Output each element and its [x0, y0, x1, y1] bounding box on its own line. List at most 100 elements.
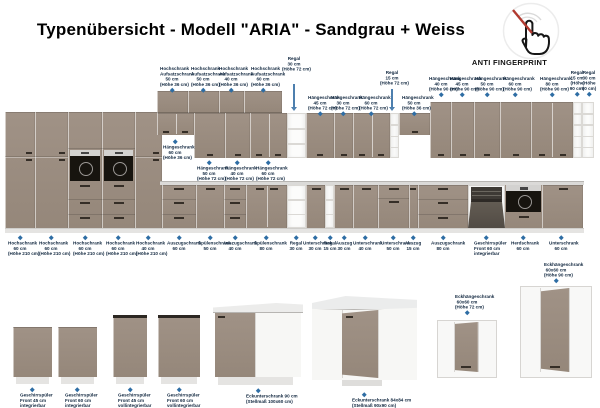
shelf-board [583, 135, 593, 138]
panel-line [135, 156, 162, 157]
unit-label: Eckunterschrank 90 cm(Stellmaß 100x60 cm… [246, 388, 298, 404]
diamond-marker [115, 235, 121, 241]
countertop [213, 303, 303, 313]
panel-line [157, 112, 188, 113]
handle [459, 154, 466, 156]
handle [538, 154, 545, 156]
label-line: Hängeschrank [475, 76, 507, 81]
handle [359, 154, 366, 156]
label-line: 60 cm [111, 245, 125, 251]
label-line: Hochschrank [219, 66, 249, 71]
dishwasher-open-door [468, 199, 505, 228]
down-arrow-head [389, 107, 395, 111]
plinth [342, 380, 382, 386]
label-line: vollintegrierbar [118, 403, 152, 408]
handle [317, 154, 323, 156]
panel-line [102, 199, 135, 200]
label-line: 40 cm [224, 76, 238, 82]
handle [230, 202, 240, 205]
label-line: 80 cm [259, 245, 273, 251]
label-line: (Stellmaß 90x90 cm) [352, 402, 397, 408]
label-line: (Höhe 72 cm) [331, 105, 360, 111]
label-line: (Höhe 90 cm) [503, 86, 532, 92]
label-line: Regal [287, 56, 301, 61]
panel-line [418, 199, 468, 201]
handle [153, 159, 159, 161]
diamond-marker [127, 387, 133, 393]
label-line: vollintegrierbar [167, 403, 201, 408]
handle [339, 188, 349, 190]
handle [174, 202, 184, 205]
diamond-marker [520, 235, 526, 241]
aufsatzschrank-40 [219, 91, 244, 113]
label-line: Unterschrank [381, 240, 411, 246]
label-line: 40 cm [228, 245, 242, 251]
label-line: (Höhe 210 cm) [136, 251, 168, 257]
label-line: 15 cm [323, 245, 337, 251]
gs-front-60-vollintegrierbar [158, 315, 200, 384]
corner-door [342, 310, 378, 378]
diamond-marker [549, 92, 555, 98]
diamond-marker [293, 235, 299, 241]
front-panel [113, 315, 147, 377]
panel-line [244, 112, 282, 113]
label-line: 40 cm [141, 245, 155, 251]
handle [484, 154, 490, 156]
label-line: (Höhe 72 cm) [380, 80, 409, 86]
handle [59, 152, 65, 154]
label-line: (Höhe 72 cm) [256, 176, 285, 182]
anti-fingerprint-icon [502, 2, 560, 60]
label-line: integrierbar [20, 403, 46, 408]
auszug-15 [409, 185, 418, 228]
label-line: Hängeschrank [503, 76, 535, 81]
handle [163, 131, 170, 133]
haengeschrank-40-h90 [430, 102, 451, 158]
label-line: 45 cm [455, 81, 469, 87]
handle [460, 366, 471, 368]
haengeschrank-45-h90 [451, 102, 474, 158]
haengeschrank-40-h72 [225, 113, 250, 158]
label-line: (Höhe 72 cm) [282, 66, 311, 72]
label-line: Eckunterschrank 84x84 cm [352, 397, 412, 403]
label-line: (Höhe 90 cm) [540, 86, 569, 92]
regal-30-unten [287, 185, 306, 228]
label-line: Geschirrspüler [65, 392, 98, 398]
panel-line [102, 214, 135, 215]
diamond-marker [263, 235, 269, 241]
label-line: 30 cm [336, 100, 350, 106]
label-line: Eckunterschrank 90 cm [246, 393, 298, 399]
diamond-marker [362, 235, 368, 241]
panel-line [268, 114, 270, 157]
label-line: Front 60 cm [65, 397, 92, 403]
diamond-marker [317, 111, 323, 117]
label-line: Front 45 cm [20, 397, 47, 403]
diamond-marker [176, 387, 182, 393]
eckunterschrank-84x84 [312, 296, 417, 388]
door-top-edge [158, 315, 200, 318]
label-line: Hochschrank [106, 240, 136, 246]
haengeschrank-60-h72 [250, 113, 287, 158]
oven-dial [112, 162, 127, 176]
label-line: Regal [385, 70, 399, 75]
label-line: Spülenschrank [254, 240, 287, 246]
label-line: 40 cm [358, 245, 372, 251]
handle [26, 152, 32, 154]
regal-15-unten [325, 185, 334, 228]
label-line: Auszugschrank [431, 240, 466, 246]
shelf-board [583, 146, 593, 149]
diamond-marker [169, 87, 175, 93]
